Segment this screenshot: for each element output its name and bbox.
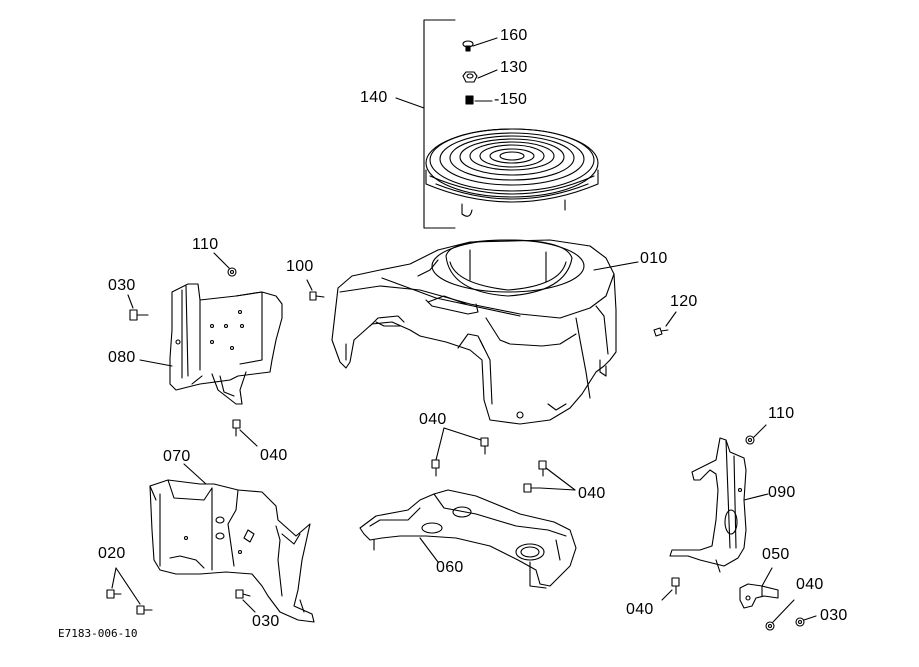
- label-110-right: 110: [768, 405, 795, 422]
- duct-060-part[interactable]: [359, 489, 577, 589]
- screw-110-right-part[interactable]: [745, 424, 767, 445]
- label-040-right: 040: [578, 485, 606, 502]
- bolt-100-part[interactable]: [306, 279, 325, 301]
- rotating-screen-140-part[interactable]: [425, 128, 599, 217]
- screen-assembly-bracket: [395, 19, 456, 229]
- label-140: 140: [360, 89, 388, 106]
- bolt-120-part[interactable]: [653, 311, 677, 337]
- bracket-090-part[interactable]: [669, 437, 769, 573]
- label-080: 080: [108, 349, 136, 366]
- label-110-upper: 110: [192, 236, 219, 253]
- label-120: 120: [670, 293, 698, 310]
- bolt-150-part[interactable]: [465, 95, 493, 105]
- label-160: 160: [500, 27, 528, 44]
- label-130: 130: [500, 59, 528, 76]
- bolt-040-mid-part[interactable]: [431, 427, 489, 477]
- label-040-bottom: 040: [626, 601, 654, 618]
- label-090: 090: [768, 484, 796, 501]
- label-040-left: 040: [260, 447, 288, 464]
- label-030-bottom-right: 030: [820, 607, 848, 624]
- bolt-040-bottom-part[interactable]: [661, 577, 680, 601]
- baffle-080-part[interactable]: [139, 283, 283, 405]
- label-030-lower: 030: [252, 613, 280, 630]
- plate-050-part[interactable]: [739, 567, 779, 609]
- nut-130-part[interactable]: [462, 69, 498, 83]
- bolt-040-left-part[interactable]: [232, 419, 258, 447]
- label-010: 010: [640, 250, 668, 267]
- label-150: -150: [494, 91, 528, 108]
- bolt-020-part[interactable]: [106, 567, 153, 615]
- label-030-upper: 030: [108, 277, 136, 294]
- bolt-030-upper-part[interactable]: [127, 294, 149, 321]
- label-070: 070: [163, 448, 191, 465]
- label-060: 060: [436, 559, 464, 576]
- baffle-070-part[interactable]: [149, 463, 315, 623]
- bolt-040-right-part[interactable]: [523, 460, 576, 493]
- screw-040-030-bottom-right-part[interactable]: [765, 599, 817, 631]
- label-100: 100: [286, 258, 314, 275]
- screw-110-upper-part[interactable]: [213, 252, 237, 277]
- drawing-reference: E7183-006-10: [58, 627, 138, 640]
- label-040-bottom-right: 040: [796, 576, 824, 593]
- label-020: 020: [98, 545, 126, 562]
- blower-housing-010-part[interactable]: [331, 239, 639, 425]
- bolt-030-lower-part[interactable]: [235, 589, 256, 613]
- label-050: 050: [762, 546, 790, 563]
- label-040-mid: 040: [419, 411, 447, 428]
- screw-160-part[interactable]: [462, 37, 498, 52]
